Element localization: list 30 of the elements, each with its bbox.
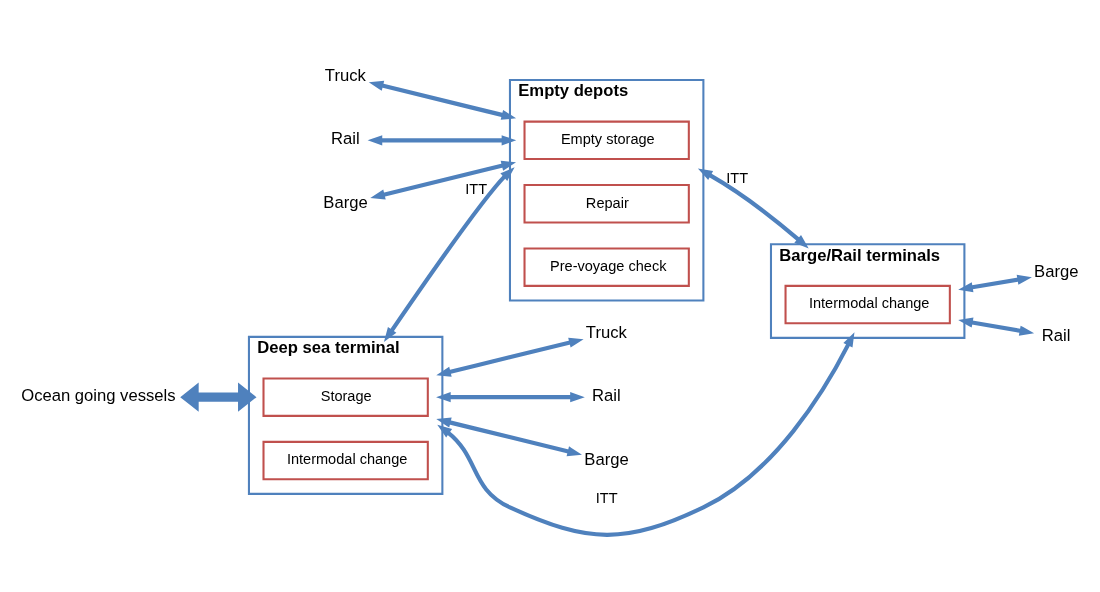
edge-label: ITT xyxy=(726,169,749,186)
edge-label: ITT xyxy=(465,180,488,197)
node-text: Barge xyxy=(323,192,368,212)
node-text: Rail xyxy=(592,385,621,405)
arrow xyxy=(437,331,855,537)
arrow xyxy=(958,274,1032,292)
arrow xyxy=(368,80,517,120)
arrow xyxy=(180,382,257,412)
node-box: Pre-voyage check xyxy=(523,246,690,287)
node-box: Intermodal change xyxy=(262,440,429,480)
arrow xyxy=(370,160,517,199)
node-box: Intermodal change xyxy=(784,284,951,324)
node-text: Ocean going vessels xyxy=(21,385,176,405)
node-text: Truck xyxy=(324,65,366,85)
arrow xyxy=(367,134,517,145)
arrow xyxy=(697,167,809,248)
arrow xyxy=(958,317,1035,336)
node-text: Barge xyxy=(584,449,629,469)
node-box: Empty storage xyxy=(523,120,690,160)
node-text: Barge xyxy=(1034,261,1079,281)
arrow xyxy=(436,417,582,456)
arrow xyxy=(383,166,515,342)
node-text: Truck xyxy=(585,322,627,342)
node-box: Repair xyxy=(523,183,690,223)
node-box: Storage xyxy=(262,376,429,417)
arrow xyxy=(436,337,584,377)
node-text: Rail xyxy=(331,128,360,148)
arrow xyxy=(436,391,585,402)
edge-label: ITT xyxy=(595,489,618,506)
node-text: Rail xyxy=(1041,325,1071,345)
